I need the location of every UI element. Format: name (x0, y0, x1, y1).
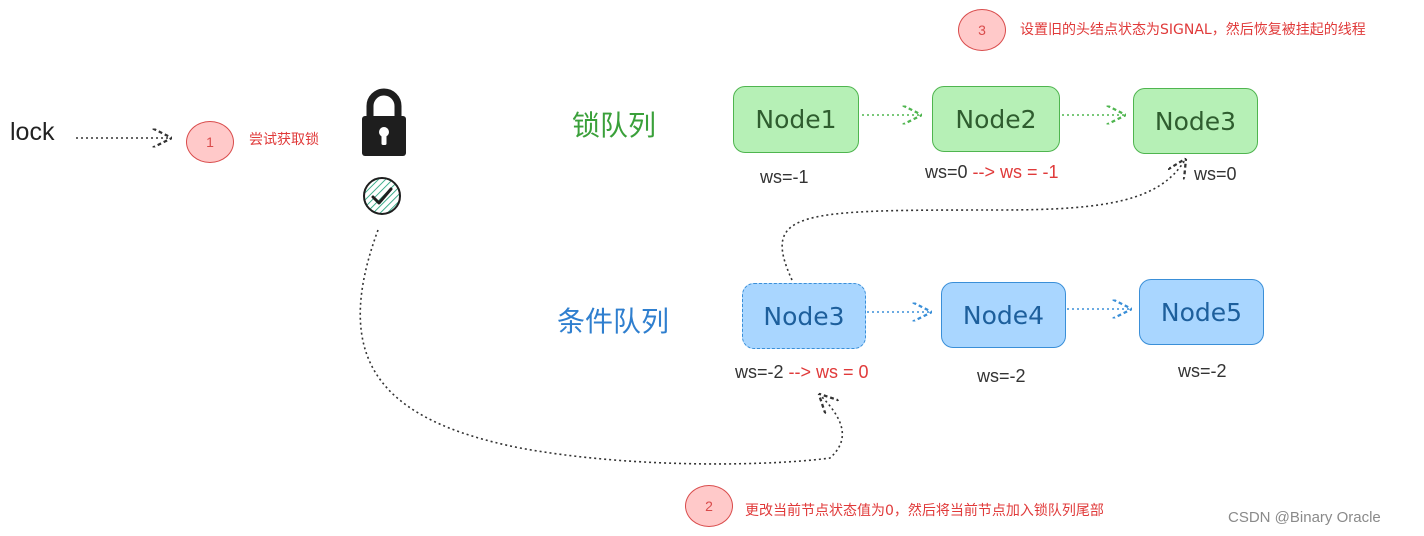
step-3-badge: 3 (958, 9, 1006, 51)
condition-queue-node-1-ws: ws=-2 --> ws = 0 (735, 362, 869, 383)
condition-queue-title: 条件队列 (557, 305, 670, 338)
lock-queue-node-2-ws: ws=0 --> ws = -1 (925, 162, 1059, 183)
ws-value: ws=-2 (1178, 361, 1227, 381)
lock-queue-node-3: Node3 (1133, 88, 1258, 154)
condition-queue-node-2-ws: ws=-2 (977, 366, 1026, 387)
ws-change: --> ws = 0 (788, 362, 869, 382)
step-1-badge: 1 (186, 121, 234, 163)
step-2-badge: 2 (685, 485, 733, 527)
condition-queue-node-3: Node5 (1139, 279, 1264, 345)
lock-label: lock (10, 118, 55, 146)
padlock-icon (360, 88, 408, 158)
lock-queue-title: 锁队列 (572, 109, 657, 142)
step-3-text: 设置旧的头结点状态为SIGNAL，然后恢复被挂起的线程 (1020, 22, 1366, 38)
move-to-lock-queue-curve (781, 160, 1185, 281)
lock-queue-node-2: Node2 (932, 86, 1060, 152)
ws-value: ws=-2 (977, 366, 1026, 386)
lock-queue-node-3-ws: ws=0 (1194, 164, 1237, 185)
step-2-text: 更改当前节点状态值为0，然后将当前节点加入锁队列尾部 (745, 503, 1104, 519)
ws-value: ws=0 (1194, 164, 1237, 184)
condition-queue-node-1: Node3 (742, 283, 866, 349)
ws-value: ws=0 (925, 162, 968, 182)
step-1-text: 尝试获取锁 (249, 132, 319, 148)
condition-queue-node-2: Node4 (941, 282, 1066, 348)
ws-change: --> ws = -1 (972, 162, 1059, 182)
condition-queue-node-3-ws: ws=-2 (1178, 361, 1227, 382)
lock-queue-node-1-ws: ws=-1 (760, 167, 809, 188)
check-circle-icon (361, 175, 403, 217)
ws-value: ws=-2 (735, 362, 784, 382)
lock-queue-node-1: Node1 (733, 86, 859, 153)
ws-value: ws=-1 (760, 167, 809, 187)
watermark: CSDN @Binary Oracle (1228, 509, 1381, 526)
update-ws-curve (359, 229, 844, 465)
